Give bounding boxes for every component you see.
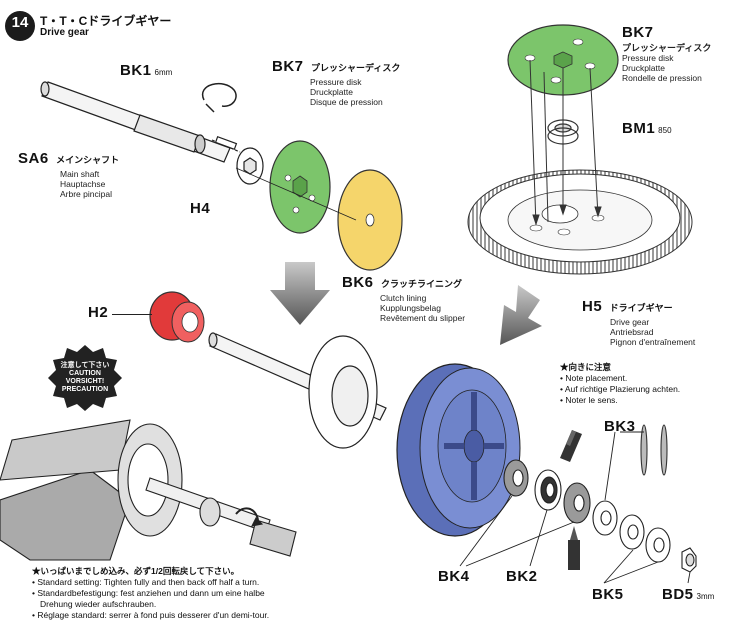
chassis-assembly [0,419,297,561]
setting-note: ★いっぱいまでしめ込み、必ず1/2回転戻して下さい。 • Standard se… [32,566,270,620]
step-number: 14 [11,14,29,31]
grease-tube-bottom [568,526,580,570]
label-bk7-right: BK7 プレッシャーディスク Pressure disk Druckplatte… [622,24,712,83]
step-title-jp: T・T・Cドライブギヤー [40,14,172,28]
label-sa6: SA6 メインシャフト Main shaft Hauptachse Arbre … [18,150,120,199]
pin-h4 [214,135,238,151]
caution-badge: 注意して下さい CAUTION VORSICHT! PRECAUTION [60,362,110,393]
label-bk4: BK4 [438,568,470,585]
pressure-disk-left [269,140,331,234]
shim-bk3 [640,424,668,476]
assembly-guide-lines [529,59,602,226]
arrow-down-right [500,285,542,345]
step-title-en: Drive gear [40,27,89,38]
drive-gear-h5 [467,169,693,275]
label-h4: H4 [190,200,211,217]
washer-bk4-a [503,459,529,497]
step-badge [5,11,35,41]
drive-gear-blue [396,363,521,537]
arrow-down-left [270,262,330,325]
main-shaft-top [40,81,241,163]
label-bk6: BK6 クラッチライニング Clutch lining Kupplungsbel… [342,274,466,323]
washer-bk4-b [563,482,591,524]
nut-bd5 [681,547,697,573]
washers-bk5 [592,500,671,563]
leader-lines [459,431,691,584]
label-h5: H5 ドライブギヤー Drive gear Antriebsrad Pignon… [582,298,696,347]
e-clip-bk1 [201,82,237,113]
hex-washer-h4 [236,147,264,185]
caution-badge-shape [48,345,122,411]
label-h2: H2 [88,304,109,321]
grease-tube-top [560,430,582,462]
main-shaft-middle [208,332,387,449]
label-bk5: BK5 [592,586,624,603]
placement-note: ★向きに注意 • Note placement. • Auf richtige … [560,362,681,405]
label-bk2: BK2 [506,568,538,585]
label-bk7-left: BK7 プレッシャーディスク Pressure disk Druckplatte… [272,58,401,107]
pinion-h2 [149,291,205,343]
clutch-lining [337,169,403,271]
bearing-bk2 [534,469,562,511]
h2-leader [112,314,152,315]
label-bk3: BK3 [604,418,636,435]
